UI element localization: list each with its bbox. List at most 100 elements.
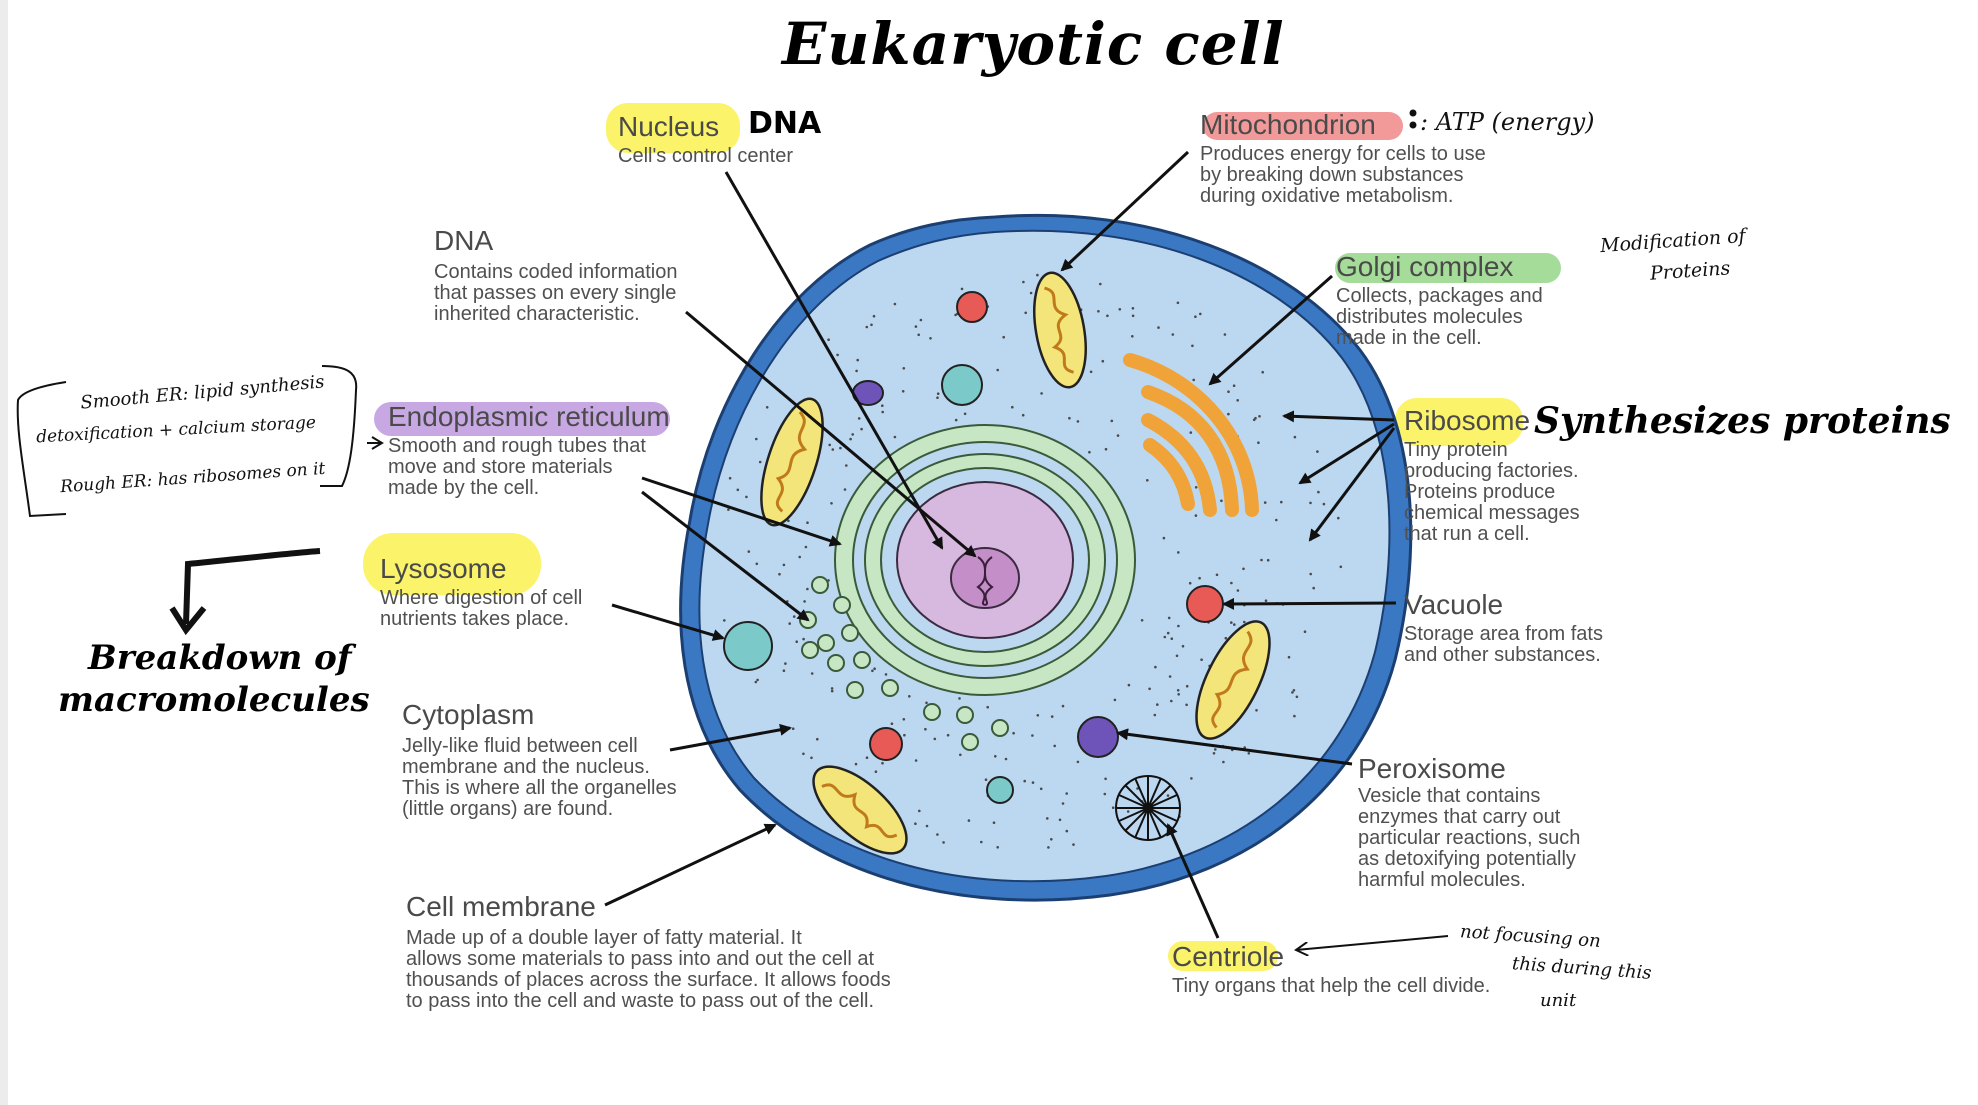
dna-helix-icon [976, 556, 994, 606]
cytoplasm-dot [1022, 280, 1025, 284]
cytoplasm-dot [843, 488, 847, 491]
page-title: Eukaryotic cell [782, 10, 1285, 78]
cytoplasm-dot [1337, 516, 1340, 520]
cytoplasm-dot [1170, 699, 1173, 703]
cytoplasm-dot [723, 619, 726, 622]
cytoplasm-dot [836, 353, 839, 357]
cytoplasm-dot [1291, 691, 1294, 694]
mitochondria [760, 271, 1271, 855]
cytoplasm-dot [936, 396, 939, 400]
cytoplasm-dot [1148, 687, 1151, 691]
cytoplasm-dot [903, 733, 906, 737]
left-border [0, 0, 8, 1105]
cytoplasm-dot [925, 824, 929, 828]
cytoplasm-dot [1154, 665, 1157, 669]
cytoplasm-dot [1200, 658, 1203, 661]
cytoplasm-dot [1194, 514, 1198, 517]
cytoplasm-dot [1247, 752, 1251, 755]
peroxisome-circle [1077, 716, 1119, 758]
cytoplasm-dot [1011, 405, 1014, 409]
ribosome-highlight [1395, 398, 1523, 446]
nucleus-highlight [606, 103, 740, 153]
cytoplasm-dot [849, 437, 852, 441]
mitochondrion-atp-note: : ATP (energy) [1420, 108, 1595, 136]
cytoplasm-dot [1189, 431, 1193, 434]
cytoplasm-dot [1097, 310, 1100, 313]
golgi-description: Collects, packages and distributes molec… [1336, 285, 1543, 349]
cytoplasm-dot [845, 464, 848, 467]
cytoplasm-dot [914, 325, 918, 328]
cytoplasm-dot [1170, 637, 1174, 640]
cytoplasm-dot [1072, 843, 1075, 846]
cytoplasm-dot [1089, 370, 1093, 374]
cytoplasm-dot [1024, 311, 1027, 315]
cytoplasm-dot [1036, 714, 1040, 717]
cytoplasm-dot [918, 809, 921, 813]
cytoplasm-dot [1118, 308, 1122, 311]
cytoplasm-dot [914, 759, 918, 762]
cytoplasm-dot [1111, 806, 1115, 809]
cytoplasm-dot [1061, 802, 1065, 805]
cytoplasm-dot [1166, 794, 1170, 797]
vacuole-circle [1186, 585, 1224, 623]
cytoplasm-dot [902, 718, 906, 721]
cytoplasm-dot [782, 669, 786, 672]
cytoplasm-dot [1131, 335, 1134, 338]
er-description: Smooth and rough tubes that move and sto… [388, 435, 646, 499]
mitochondrion-description: Produces energy for cells to use by brea… [1200, 143, 1486, 207]
cytoplasm-dot [1175, 654, 1179, 658]
centriole-highlight [1168, 941, 1278, 971]
cytoplasm-dot [727, 508, 730, 511]
golgi-shape [1123, 353, 1259, 517]
cytoplasm-dot [1224, 636, 1228, 640]
lysosome-macromolecules-note: macromolecules [58, 680, 370, 720]
cytoplasm-dot [1168, 675, 1172, 678]
cytoplasm-dot [924, 727, 927, 731]
cytoplasm-dot [1295, 695, 1299, 699]
cytoplasm-dot [787, 519, 790, 523]
cytoplasm-dot [1222, 760, 1225, 764]
cytoplasm-dot [1036, 273, 1039, 277]
ribosome-description: Tiny protein producing factories. Protei… [1404, 439, 1580, 545]
cell-membrane-description: Made up of a double layer of fatty mater… [406, 927, 891, 1012]
cytoplasm-dot [1232, 384, 1236, 388]
cytoplasm-dot [1076, 420, 1080, 423]
cytoplasm-dot [855, 369, 858, 373]
cytoplasm-dot [1287, 655, 1291, 659]
cytoplasm-dot [806, 587, 809, 591]
cytoplasm-dot [901, 390, 905, 393]
cytoplasm-dot [816, 737, 819, 741]
cytoplasm-dot [881, 410, 884, 414]
cytoplasm-dot [933, 737, 937, 741]
cytoplasm-dot [1131, 314, 1135, 318]
cytoplasm-dot [1258, 415, 1261, 418]
cytoplasm-dot [745, 495, 748, 499]
cytoplasm-dot [1153, 713, 1157, 717]
peroxisome-label: Peroxisome [1358, 753, 1506, 784]
cytoplasm-dot [1140, 619, 1144, 622]
cytoplasm-dot [765, 406, 769, 409]
cytoplasm-dot [1233, 623, 1236, 626]
cytoplasm-dot [1236, 589, 1240, 592]
cytoplasm-dot [1254, 416, 1257, 420]
cytoplasm-dot [756, 678, 759, 682]
cytoplasm-dot [1171, 333, 1175, 336]
cytoplasm-dot [929, 337, 932, 340]
lysosome-circle [986, 776, 1014, 804]
cytoplasm-dot [1061, 704, 1065, 708]
cytoplasm-dot [754, 680, 758, 684]
cytoplasm-dot [1303, 630, 1307, 633]
cytoplasm-dot [936, 833, 939, 836]
nucleus-label: Nucleus [618, 111, 720, 142]
cytoplasm-dot [1177, 624, 1180, 628]
cytoplasm-dot [810, 672, 814, 675]
cytoplasm-dot [1230, 581, 1233, 585]
cytoplasm-dot [1127, 683, 1131, 687]
cytoplasm-dot [1260, 558, 1263, 562]
cytoplasm-dot [856, 358, 859, 362]
cytoplasm-dot [1040, 392, 1043, 395]
cytoplasm-dot [1104, 447, 1108, 451]
cytoplasm-dot [1012, 731, 1015, 735]
lysosome-label: Lysosome [380, 553, 507, 584]
